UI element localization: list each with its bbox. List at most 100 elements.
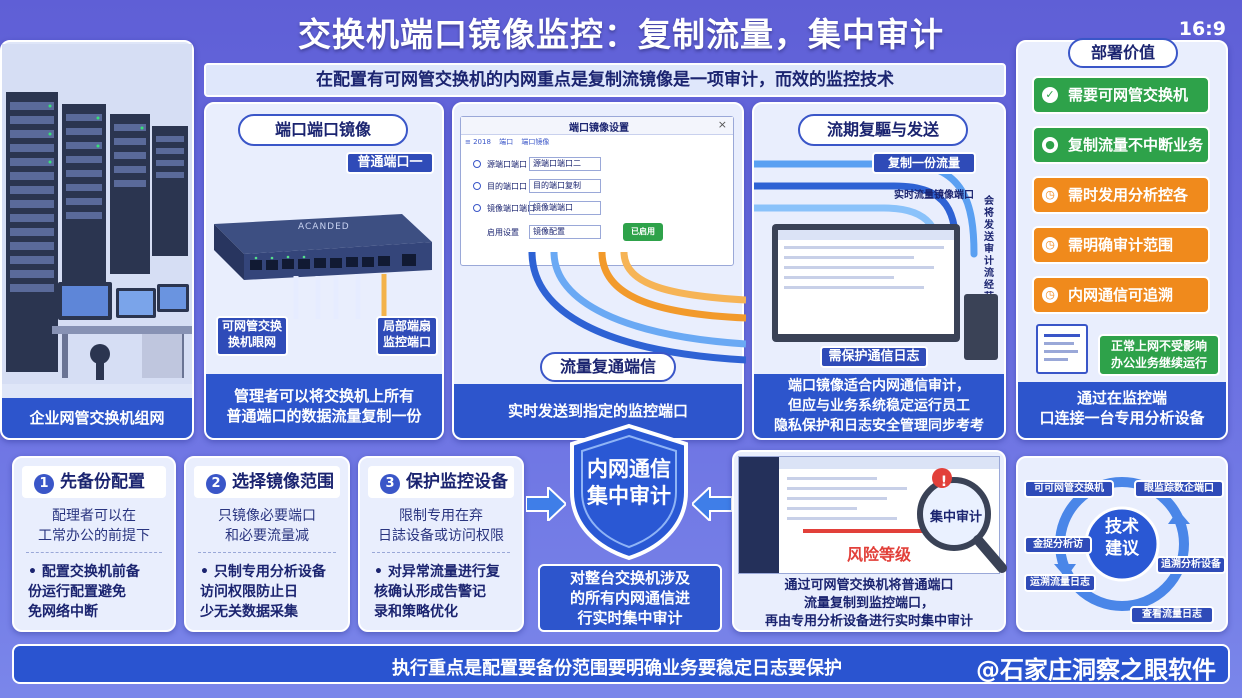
config-window-title: 端口镜像设置 [569, 123, 629, 134]
config-form-row-0: 源端口端口 源端口端口二 [473, 157, 733, 173]
config-panel: 端口镜像设置 × ≡ 2018 端口 端口镜像 源端口端口 源端口端口二 目的端… [452, 102, 746, 440]
enable-button[interactable]: 已启用 [623, 223, 663, 241]
tab-home[interactable]: ≡ 2018 [465, 138, 491, 146]
radio-icon[interactable] [473, 204, 481, 212]
flow-label: 流量复通端信 [540, 352, 676, 382]
page-title: 交换机端口镜像监控：复制流量，集中审计 [298, 15, 944, 54]
form-input[interactable]: 镜像配置 [529, 225, 601, 239]
form-select[interactable]: 镜像端端口 [529, 201, 601, 215]
managed-switch-tag: 可网管交换 换机眼网 [216, 316, 288, 356]
config-form-row-3: 启用设置 镜像配置 已启用 [473, 223, 733, 241]
magnifier-label: 集中审计 [930, 510, 983, 525]
deployment-value-panel: 部署价值 ✓需要可网管交换机 ●复制流量不中断业务 ◷需时发用分析控各 ◷需明确… [1016, 38, 1228, 440]
step-bullet: • 只制专用分析设备 访问权限防止日 少无关数据采集 [200, 564, 326, 620]
step-title: 选择镜像范围 [232, 472, 334, 492]
tab-mirror[interactable]: 端口镜像 [521, 138, 550, 146]
monitor-illustration [772, 224, 960, 342]
value-card-1: ●复制流量不中断业务 [1032, 126, 1210, 164]
value-card-0: ✓需要可网管交换机 [1032, 76, 1210, 114]
step-title: 保护监控设备 [406, 472, 508, 492]
cycle-center: 技术 建议 [1105, 517, 1139, 559]
switch-brand: ACANDED [298, 222, 350, 232]
step-body: 限制专用在弃 日誌设备或访问权限 [378, 508, 504, 544]
dup-panel-title: 流期复驅与发送 [798, 114, 968, 146]
step-card-3: 3 保护监控设备 限制专用在弃 日誌设备或访问权限 • 对异常流量进行复 核确认形… [358, 456, 524, 632]
flow-cables [528, 252, 746, 364]
port-mirror-panel: 端口端口镜像 普通端口一 ACANDED 可网管交换 换机眼网 局部端扇 监控端… [204, 102, 444, 440]
form-input[interactable]: 源端口端口二 [529, 157, 601, 171]
check-icon: ✓ [1042, 87, 1058, 103]
value-panel-title: 部署价值 [1068, 38, 1178, 68]
risk-arrow [803, 529, 923, 533]
normal-port-label: 普通端口一 [346, 152, 434, 174]
arrow-left-icon [692, 487, 732, 521]
cycle-label-1: 眼监踪数企端口 [1134, 480, 1224, 498]
step-card-2: 2 选择镜像范围 只镜像必要端口 和必要流量减 • 只制专用分析设备 访问权限防止… [184, 456, 350, 632]
realtime-port-label: 实时流量镜像端口 [894, 190, 974, 201]
step-number: 1 [34, 474, 54, 494]
form-select[interactable]: 目的端口复制 [529, 179, 601, 193]
step-number: 2 [206, 474, 226, 494]
tech-advice-panel: 技术 建议 可可网管交换机 眼监踪数企端口 金捉分析访 追溯分析设备 运溯流量日… [1016, 456, 1228, 632]
footer-bar: 执行重点是配置要备份范围要明确业务要稳定日志要保护 @石家庄洞察之眼软件 [12, 644, 1230, 684]
server-room-caption: 企业网管交换机组网 [2, 398, 192, 438]
document-icon [1036, 324, 1088, 374]
step-title: 先备份配置 [60, 472, 145, 492]
clock-icon: ◷ [1042, 287, 1058, 303]
alert-icon: ! [940, 474, 948, 490]
config-window-titlebar: 端口镜像设置 × [461, 117, 733, 135]
step-number: 3 [380, 474, 400, 494]
form-label: 目的端口口 [487, 182, 527, 191]
config-form-row-2: 镜像端口端口 镜像端端口 [473, 201, 733, 217]
cycle-label-4: 运溯流量日志 [1024, 574, 1096, 592]
mirror-panel-caption: 管理者可以将交换机上所有 普通端口的数据流量复制一份 [206, 374, 442, 438]
form-label: 源端口端口 [487, 160, 527, 169]
form-label: 启用设置 [487, 228, 519, 237]
cycle-label-0: 可可网管交换机 [1024, 480, 1114, 498]
value-panel-caption: 通过在监控端 口连接一台专用分析设备 [1018, 382, 1226, 438]
radio-icon[interactable] [473, 182, 481, 190]
risk-audit-panel: 风险等级 ! 集中审计 通过可网管交换机将普通端口 流量复制到监控端口， 再由专… [732, 450, 1007, 632]
shield-caption: 对整台交换机涉及 的所有内网通信进 行实时集中审计 [538, 564, 722, 632]
config-window: 端口镜像设置 × ≡ 2018 端口 端口镜像 源端口端口 源端口端口二 目的端… [460, 116, 734, 266]
dup-panel-caption: 端口镜像适合内网通信审计， 但应与业务系统稳定运行员工 隐私保护和日志安全管理同… [754, 374, 1004, 438]
pc-tower [964, 294, 998, 360]
cycle-label-2: 金捉分析访 [1024, 536, 1092, 554]
value-card-4: ◷内网通信可追溯 [1032, 276, 1210, 314]
close-icon[interactable]: × [717, 118, 727, 131]
config-panel-caption: 实时发送到指定的监控端口 [454, 384, 742, 438]
traffic-copy-panel: 流期复驅与发送 复制一份流量 实时流量镜像端口 会将发送审计流经范围 需保护通信… [752, 102, 1006, 440]
tab-ports[interactable]: 端口 [499, 138, 514, 146]
risk-panel-caption: 通过可网管交换机将普通端口 流量复制到监控端口， 再由专用分析设备进行实时集中审… [734, 574, 1004, 630]
copy-traffic-label: 复制一份流量 [872, 152, 976, 174]
log-protect-label: 需保护通信日志 [820, 346, 928, 368]
switch-illustration [214, 214, 432, 319]
pin-icon: ● [1042, 137, 1058, 153]
cycle-label-5: 查看流量日志 [1130, 606, 1214, 624]
value-card-3: ◷需明确审计范围 [1032, 226, 1210, 264]
value-card-2: ◷需时发用分析控各 [1032, 176, 1210, 214]
magnifier-icon [917, 468, 1007, 573]
step-body: 只镜像必要端口 和必要流量减 [218, 508, 316, 544]
shield-icon [570, 423, 688, 561]
step-body: 配理者可以在 工常办公的前提下 [38, 508, 150, 544]
cycle-label-3: 追溯分析设备 [1156, 556, 1226, 574]
step-bullet: • 对异常流量进行复 核确认形成告警记 录和策略优化 [374, 564, 500, 620]
clock-icon: ◷ [1042, 187, 1058, 203]
watermark: @石家庄洞察之眼软件 [976, 656, 1216, 684]
aspect-ratio-label: 16:9 [1178, 18, 1226, 40]
footer-text: 执行重点是配置要备份范围要明确业务要稳定日志要保护 [392, 658, 842, 679]
cycle-arrows [1054, 477, 1190, 611]
radio-icon[interactable] [473, 160, 481, 168]
subtitle-bar: 在配置有可网管交换机的内网重点是复制流镜像是一项审计，而效的监控技术 [204, 63, 1006, 97]
business-note: 正常上网不受影响 办公业务继续运行 [1098, 334, 1220, 376]
form-label: 镜像端口端口 [487, 204, 535, 213]
monitor-port-tag: 局部端扇 监控端口 [376, 316, 438, 356]
config-tabs: ≡ 2018 端口 端口镜像 [465, 137, 549, 147]
mirror-panel-title: 端口端口镜像 [238, 114, 408, 146]
server-room-illustration [2, 44, 192, 384]
arrow-right-icon [526, 487, 566, 521]
risk-level-label: 风险等级 [847, 545, 912, 564]
shield-text: 内网通信 集中审计 [587, 457, 671, 508]
